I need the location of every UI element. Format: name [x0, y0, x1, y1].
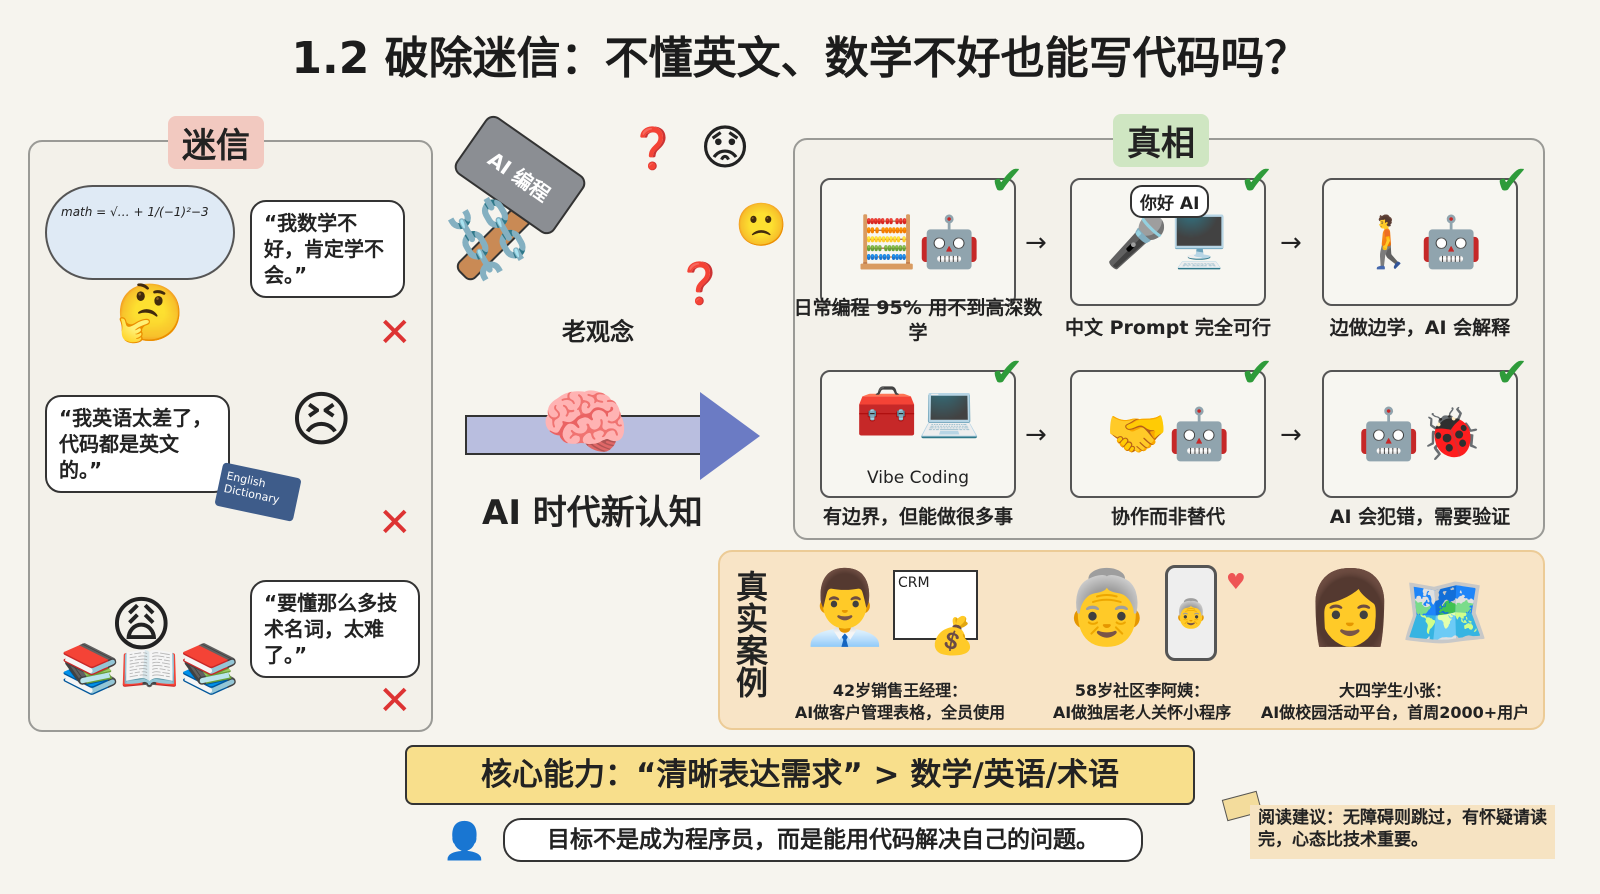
truth-caption: AI 会犯错，需要验证: [1329, 506, 1511, 528]
truth-caption: 日常编程 95% 用不到高深数学: [793, 297, 1043, 344]
truth-card-math: 🧮🤖: [820, 178, 1016, 306]
truth-caption: 边做边学，AI 会解释: [1329, 317, 1511, 339]
case-name: 58岁社区李阿姨：: [1074, 681, 1210, 700]
core-ability-banner: 核心能力：“清晰表达需求” > 数学/英语/术语: [405, 745, 1195, 805]
arrow-right-icon: →: [1025, 420, 1047, 450]
check-icon: ✔: [990, 158, 1024, 204]
map-icon: 🗺️: [1400, 570, 1490, 654]
arrow-right-icon: →: [1280, 228, 1302, 258]
student-avatar: 👩: [1305, 565, 1395, 649]
new-cognition-label: AI 时代新认知: [482, 493, 703, 533]
truth-card-learn: 🚶🤖: [1322, 178, 1518, 306]
goal-bubble: 目标不是成为程序员，而是能用代码解决自己的问题。: [503, 818, 1143, 862]
big-arrow-head: [700, 392, 760, 480]
check-icon: ✔: [1240, 158, 1274, 204]
case-name: 42岁销售王经理：: [832, 681, 968, 700]
heart-icon: ♥: [1226, 570, 1246, 595]
truth-caption: 协作而非替代: [1110, 506, 1225, 528]
myths-label: 迷信: [168, 116, 264, 169]
book-stack-icon: 📚📖📚: [60, 641, 240, 697]
cross-icon: ✕: [378, 500, 412, 546]
brain-icon: 🧠: [540, 380, 630, 464]
myth-quote-1: “我数学不好，肯定学不会。”: [250, 200, 405, 298]
check-icon: ✔: [1495, 350, 1529, 396]
check-icon: ✔: [990, 350, 1024, 396]
cases-panel: [718, 550, 1545, 730]
case-desc: AI做独居老人关怀小程序: [1052, 703, 1232, 722]
truth-card-collab: 🤝🤖: [1070, 370, 1266, 498]
truth-caption: 中文 Prompt 完全可行: [1064, 317, 1272, 339]
phone-icon: 👵: [1165, 565, 1217, 661]
arrow-right-icon: →: [1025, 228, 1047, 258]
reading-note: 阅读建议：无障碍则跳过，有怀疑请读完，心态比技术重要。: [1250, 805, 1555, 859]
crm-chart: CRM: [893, 570, 978, 640]
myth-quote-3: “要懂那么多技术名词，太难了。”: [250, 580, 420, 678]
question-bubble-icon: ❓: [675, 261, 725, 307]
elder-avatar: 👵: [1062, 565, 1152, 649]
overwhelmed-student-icon: 😩: [110, 590, 173, 660]
worried-face-icon: 😟: [700, 120, 751, 176]
case-desc: AI做校园活动平台，首周2000+用户: [1260, 703, 1530, 722]
old-beliefs-label: 老观念: [562, 318, 634, 346]
truth-label: 真相: [1113, 114, 1209, 167]
manager-avatar: 👨‍💼: [800, 565, 890, 649]
cases-label: 真实案例: [731, 570, 769, 698]
sad-face-icon: 🙁: [735, 200, 788, 249]
money-bag-icon: 💰: [930, 616, 975, 657]
stressed-student-icon: 😣: [290, 385, 353, 455]
vibe-coding-label: Vibe Coding: [867, 468, 969, 488]
case-name: 大四学生小张：: [1338, 681, 1451, 700]
arrow-right-icon: →: [1280, 420, 1302, 450]
cross-icon: ✕: [378, 678, 412, 724]
check-icon: ✔: [1495, 158, 1529, 204]
question-bubble-icon: ❓: [628, 126, 678, 172]
confused-person-icon: 🤔: [115, 281, 185, 346]
case-desc: AI做客户管理表格，全员使用: [794, 703, 1006, 722]
truth-card-verify: 🤖🐞: [1322, 370, 1518, 498]
truth-card-boundaries: 🧰💻: [820, 370, 1016, 498]
cross-icon: ✕: [378, 310, 412, 356]
truth-caption: 有边界，但能做很多事: [822, 506, 1013, 528]
myth-quote-2: “我英语太差了，代码都是英文的。”: [45, 395, 230, 493]
check-icon: ✔: [1240, 350, 1274, 396]
head-icon: 👤: [442, 821, 487, 862]
page-title: 1.2 破除迷信：不懂英文、数学不好也能写代码吗？: [291, 33, 1309, 84]
hello-ai-bubble: 你好 AI: [1130, 185, 1210, 218]
thought-cloud: math = √… + 1/(−1)²−3: [45, 185, 235, 280]
